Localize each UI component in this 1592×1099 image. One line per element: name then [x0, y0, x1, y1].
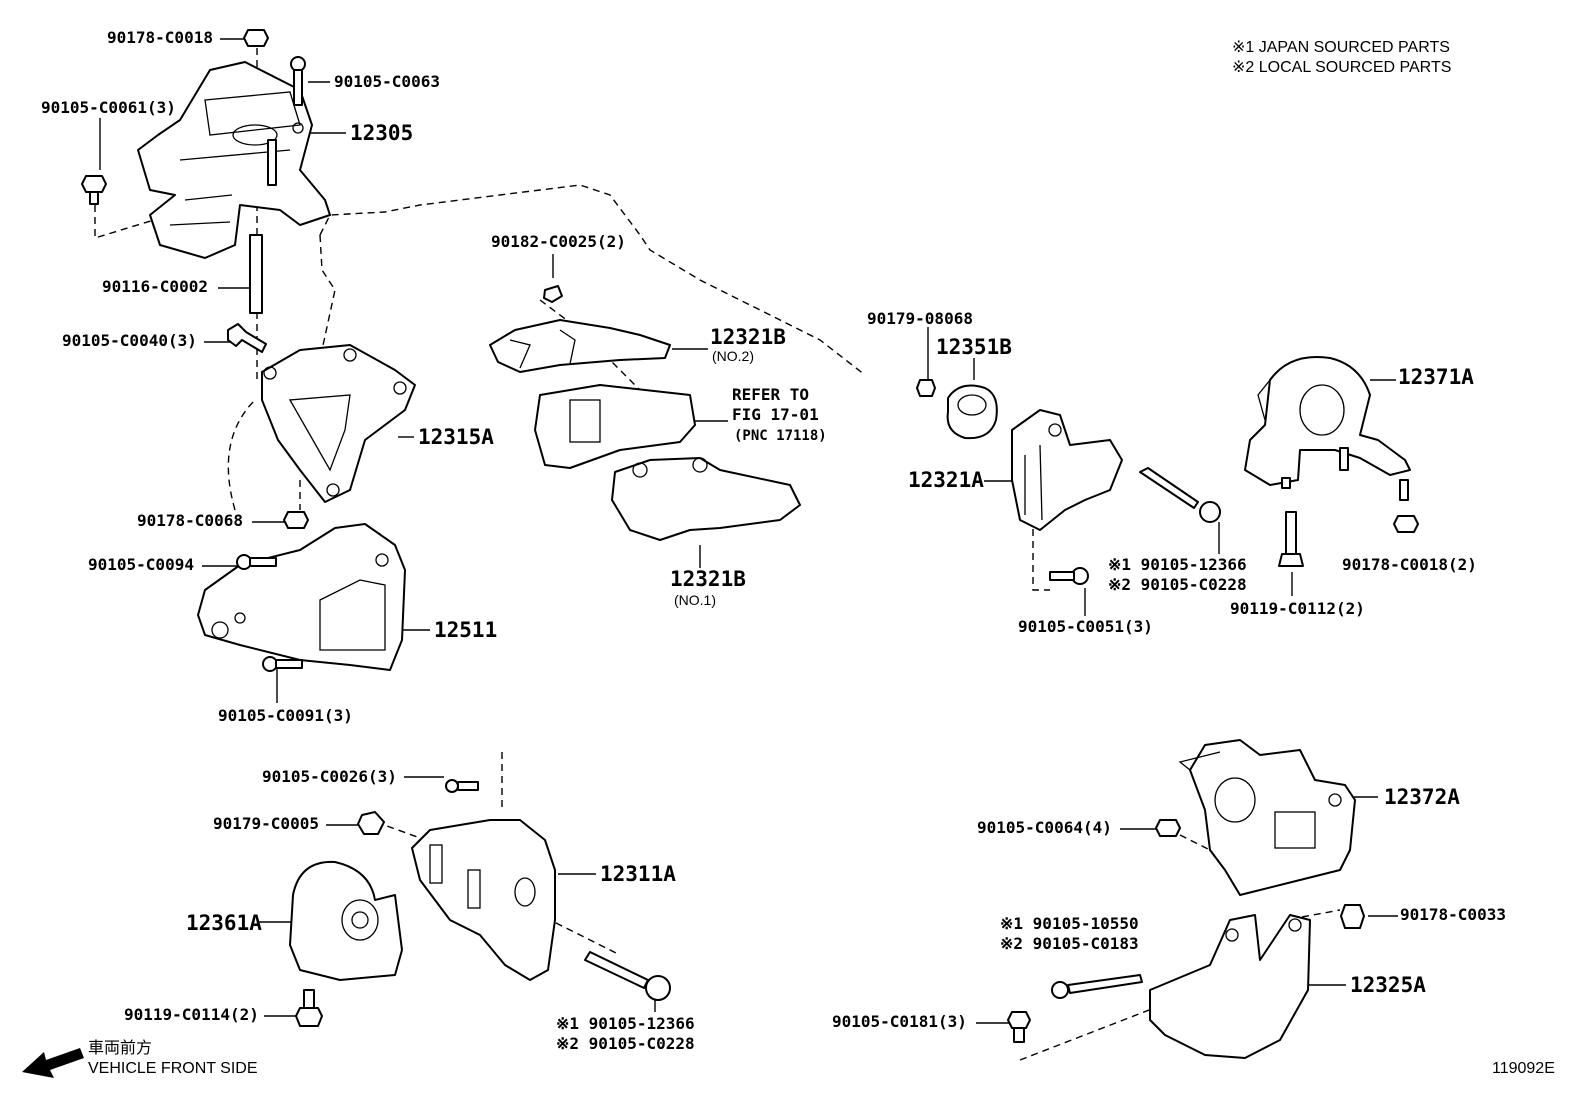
callout-12372A[interactable]: 12372A	[1384, 785, 1460, 809]
callout-12325A[interactable]: 12325A	[1350, 973, 1426, 997]
callout-12321A[interactable]: 12321A	[908, 468, 984, 492]
fasteners-top-left	[81, 29, 306, 353]
legend-local-sourced: ※2 LOCAL SOURCED PARTS	[1232, 59, 1452, 76]
callout-12321B-no1-suffix: (NO.1)	[674, 592, 716, 608]
callout-90105-C0064[interactable]: 90105-C0064(4)	[977, 818, 1112, 837]
part-12351B-12321A	[916, 379, 1221, 585]
callout-12351B[interactable]: 12351B	[936, 335, 1012, 359]
callout-90178-C0068[interactable]: 90178-C0068	[137, 511, 243, 530]
refer-to-label: REFER TO	[732, 385, 810, 404]
callout-90179-C0005[interactable]: 90179-C0005	[213, 814, 319, 833]
part-12311A-12361A	[289, 779, 671, 1027]
callout-12371A[interactable]: 12371A	[1398, 365, 1474, 389]
callout-12315A[interactable]: 12315A	[418, 425, 494, 449]
figure-code: 119092E	[1492, 1060, 1555, 1077]
callout-90119-C0112[interactable]: 90119-C0112(2)	[1230, 599, 1365, 618]
callout-90178-C0018-2[interactable]: 90178-C0018(2)	[1342, 555, 1477, 574]
callout-90105-12366-right[interactable]: ※1 90105-12366	[1108, 555, 1247, 574]
callout-90105-C0181[interactable]: 90105-C0181(3)	[832, 1012, 967, 1031]
vehicle-front-jp-label: 車両前方	[88, 1040, 153, 1057]
callout-90105-10550[interactable]: ※1 90105-10550	[1000, 914, 1139, 933]
arrow-left-down-icon	[22, 1048, 84, 1078]
callout-12321B-no1[interactable]: 12321B	[670, 567, 746, 591]
callout-90116-C0002[interactable]: 90116-C0002	[102, 277, 208, 296]
callout-90178-C0018[interactable]: 90178-C0018	[107, 28, 213, 47]
callout-12321B-no2-suffix: (NO.2)	[712, 348, 754, 364]
callout-12361A[interactable]: 12361A	[186, 911, 262, 935]
callout-90105-C0063[interactable]: 90105-C0063	[334, 72, 440, 91]
leader-lines	[94, 38, 1398, 1061]
callout-90105-12366-bottom[interactable]: ※1 90105-12366	[556, 1014, 695, 1033]
callout-90105-C0094[interactable]: 90105-C0094	[88, 555, 194, 574]
part-12372A-12325A	[1007, 739, 1365, 1059]
callout-90178-C0033[interactable]: 90178-C0033	[1400, 905, 1506, 924]
part-12511-bracket	[197, 523, 406, 672]
callout-90179-08068[interactable]: 90179-08068	[867, 309, 973, 328]
callout-90105-C0051[interactable]: 90105-C0051(3)	[1018, 617, 1153, 636]
callout-12311A[interactable]: 12311A	[600, 862, 676, 886]
callout-90105-C0228-right[interactable]: ※2 90105-C0228	[1108, 575, 1247, 594]
refer-pnc: (PNC 17118)	[734, 428, 827, 444]
vehicle-front-side-label: VEHICLE FRONT SIDE	[88, 1060, 258, 1077]
part-12371A-mount	[1244, 356, 1419, 567]
callout-90105-C0091[interactable]: 90105-C0091(3)	[218, 706, 353, 725]
callout-12321B-no2[interactable]: 12321B	[710, 325, 786, 349]
refer-fig-link[interactable]: FIG 17-01	[732, 405, 819, 424]
part-12321B-brackets	[489, 285, 801, 541]
part-12315A-bracket	[261, 344, 416, 529]
callout-12305[interactable]: 12305	[350, 121, 414, 145]
callout-12511[interactable]: 12511	[434, 618, 498, 642]
legend-japan-sourced: ※1 JAPAN SOURCED PARTS	[1232, 39, 1450, 56]
callout-90105-C0040[interactable]: 90105-C0040(3)	[62, 331, 197, 350]
callout-90105-C0183[interactable]: ※2 90105-C0183	[1000, 934, 1139, 953]
callout-90182-C0025[interactable]: 90182-C0025(2)	[491, 232, 626, 251]
callout-90105-C0061[interactable]: 90105-C0061(3)	[41, 98, 176, 117]
callout-90105-C0228-bottom[interactable]: ※2 90105-C0228	[556, 1034, 695, 1053]
callout-90105-C0026[interactable]: 90105-C0026(3)	[262, 767, 397, 786]
callout-90119-C0114[interactable]: 90119-C0114(2)	[124, 1005, 259, 1024]
